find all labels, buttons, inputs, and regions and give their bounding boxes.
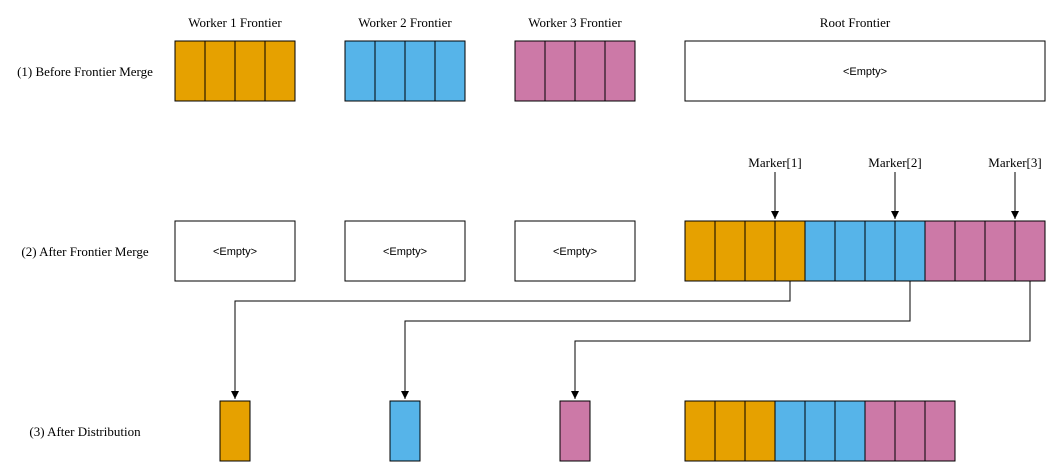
worker1-frontier-cell [774, 220, 806, 282]
worker2-frontier-cell [804, 220, 836, 282]
marker-2-label: Marker[2] [868, 155, 921, 170]
row-label-before-merge: (1) Before Frontier Merge [17, 64, 153, 79]
worker2-frontier-cell [774, 400, 806, 462]
empty-label: <Empty> [843, 66, 887, 78]
stage2-worker3-frontier-empty: <Empty> [514, 220, 636, 282]
worker2-frontier-cell [804, 400, 836, 462]
worker1-frontier-cell [204, 40, 236, 102]
empty-label: <Empty> [383, 246, 427, 258]
worker1-frontier-cell [744, 220, 776, 282]
worker3-frontier-cell [924, 220, 956, 282]
worker3-frontier-cell [864, 400, 896, 462]
stage2-root-frontier [684, 220, 1046, 282]
worker3-frontier-cell [604, 40, 636, 102]
worker3-frontier-cell [954, 220, 986, 282]
stage3-worker1-frontier [219, 400, 251, 462]
worker1-frontier-cell [714, 400, 746, 462]
stage3-root-frontier [684, 400, 956, 462]
header-worker2: Worker 2 Frontier [358, 15, 452, 30]
empty-label: <Empty> [553, 246, 597, 258]
worker3-frontier-cell [894, 400, 926, 462]
empty-box [514, 220, 636, 282]
stage1-root-frontier-empty: <Empty> [684, 40, 1046, 102]
header-worker3: Worker 3 Frontier [528, 15, 622, 30]
empty-label: <Empty> [213, 246, 257, 258]
worker1-frontier-cell [684, 400, 716, 462]
stage3-worker3-frontier [559, 400, 591, 462]
worker1-frontier-cell [684, 220, 716, 282]
marker-3-label: Marker[3] [988, 155, 1041, 170]
distribution-arrow-worker3 [571, 281, 1031, 399]
worker2-frontier-cell [834, 400, 866, 462]
worker1-frontier-cell [744, 400, 776, 462]
worker2-frontier-cell [404, 40, 436, 102]
worker3-frontier-cell [559, 400, 591, 462]
stage2-worker2-frontier-empty: <Empty> [344, 220, 466, 282]
stage3-worker2-frontier [389, 400, 421, 462]
worker2-frontier-cell [434, 40, 466, 102]
worker2-frontier-cell [389, 400, 421, 462]
empty-box [684, 40, 1046, 102]
worker2-frontier-cell [864, 220, 896, 282]
worker3-frontier-cell [924, 400, 956, 462]
worker2-frontier-cell [834, 220, 866, 282]
worker3-frontier-cell [544, 40, 576, 102]
worker2-frontier-cell [894, 220, 926, 282]
worker1-frontier-cell [219, 400, 251, 462]
distribution-arrow-worker2 [401, 281, 911, 399]
stage2-worker1-frontier-empty: <Empty> [174, 220, 296, 282]
distribution-arrow-worker1 [231, 281, 791, 399]
worker1-frontier-cell [714, 220, 746, 282]
row-label-after-distribution: (3) After Distribution [29, 424, 141, 439]
marker-1-label: Marker[1] [748, 155, 801, 170]
stage1-worker1-frontier [174, 40, 296, 102]
worker3-frontier-cell [1014, 220, 1046, 282]
empty-box [174, 220, 296, 282]
worker2-frontier-cell [374, 40, 406, 102]
worker1-frontier-cell [234, 40, 266, 102]
header-root: Root Frontier [820, 15, 891, 30]
worker1-frontier-cell [174, 40, 206, 102]
worker3-frontier-cell [574, 40, 606, 102]
worker3-frontier-cell [514, 40, 546, 102]
row-label-after-merge: (2) After Frontier Merge [21, 244, 148, 259]
stage1-worker2-frontier [344, 40, 466, 102]
worker1-frontier-cell [264, 40, 296, 102]
stage1-worker3-frontier [514, 40, 636, 102]
header-worker1: Worker 1 Frontier [188, 15, 282, 30]
worker3-frontier-cell [984, 220, 1016, 282]
empty-box [344, 220, 466, 282]
worker2-frontier-cell [344, 40, 376, 102]
